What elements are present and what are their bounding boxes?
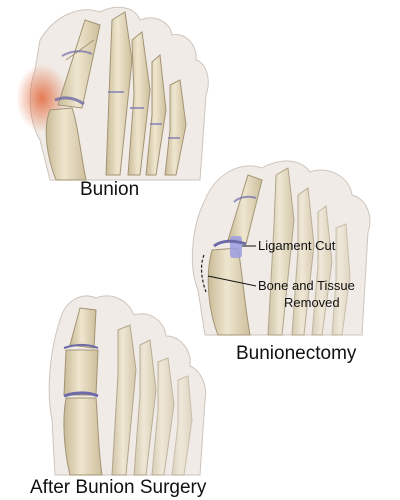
bone-tissue-label-line2: Removed — [284, 295, 340, 310]
bunionectomy-caption: Bunionectomy — [236, 343, 357, 364]
ligament-marker — [230, 236, 242, 258]
bunionectomy-foot — [191, 160, 371, 336]
bone-leader — [207, 275, 257, 287]
ligament-cut-label: Ligament Cut — [258, 238, 336, 253]
after-surgery-foot — [48, 295, 207, 476]
bone-tissue-label-line1: Bone and Tissue — [258, 278, 355, 293]
bunion-caption: Bunion — [80, 179, 140, 200]
after-surgery-caption: After Bunion Surgery — [30, 477, 207, 498]
cut-line — [200, 254, 207, 293]
bunion-foot — [16, 6, 209, 181]
